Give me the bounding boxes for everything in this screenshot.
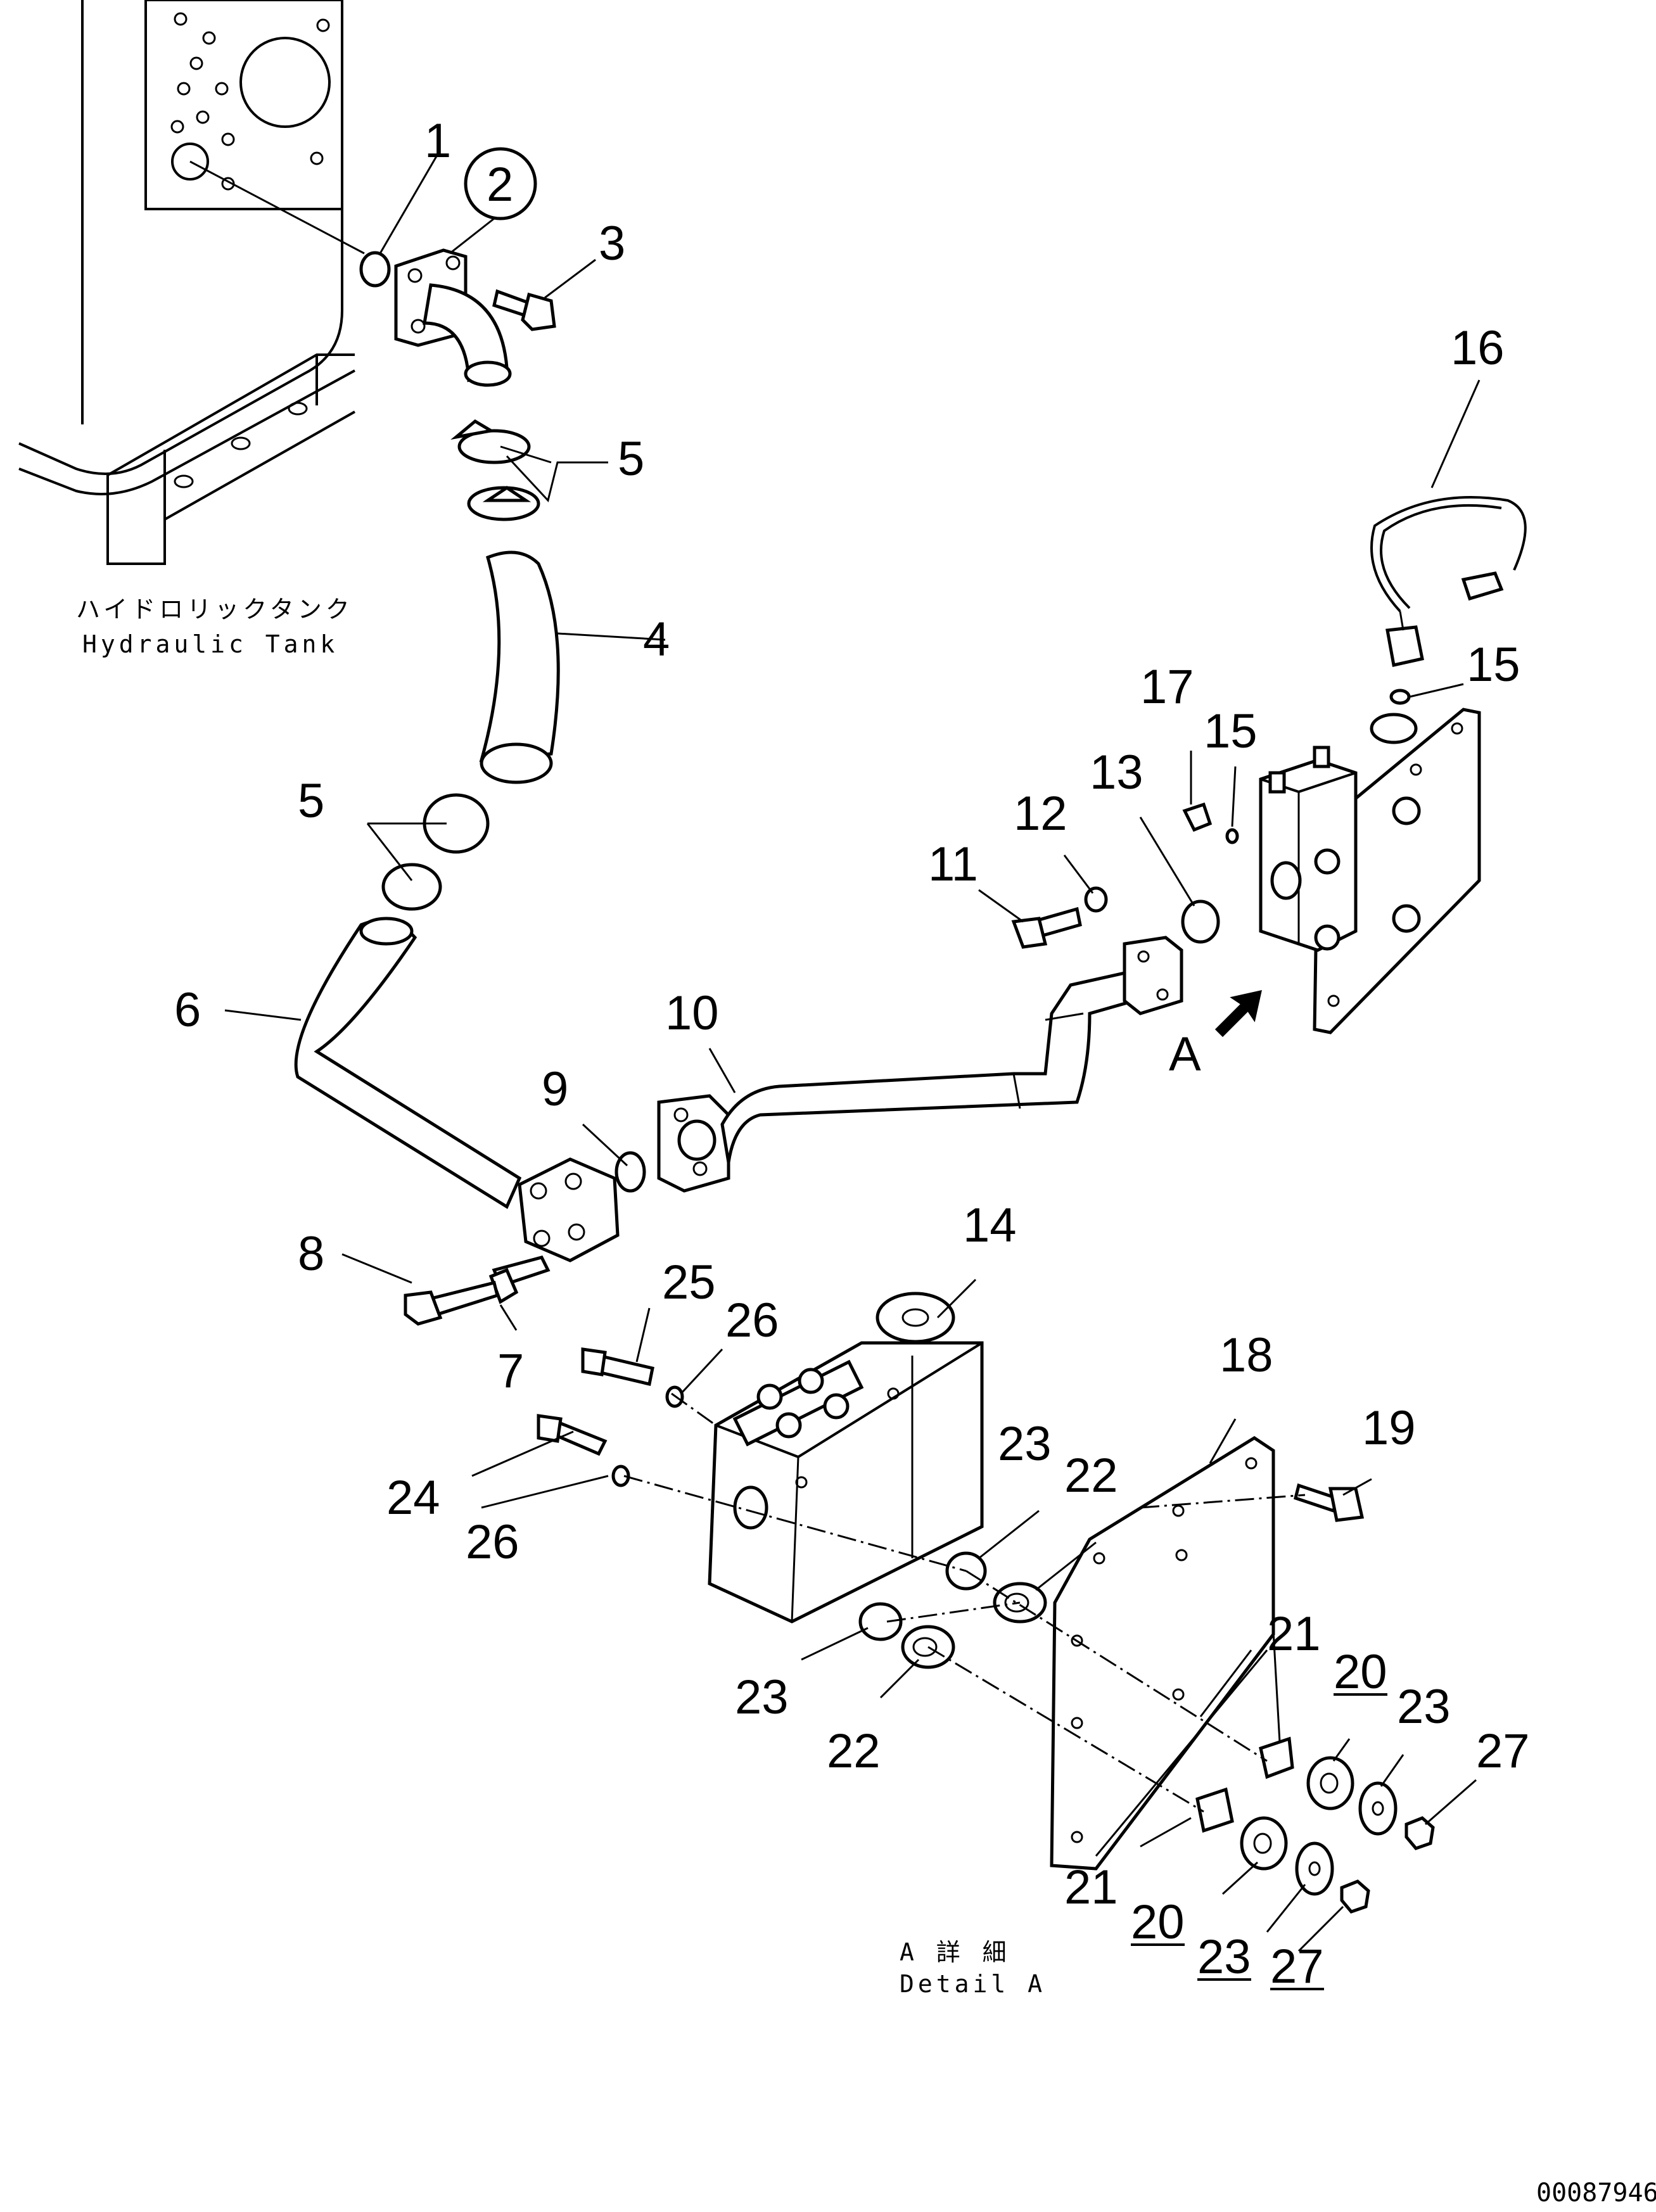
callout-10: 10 bbox=[665, 986, 719, 1040]
clamps-5-upper bbox=[450, 419, 540, 521]
pipe-10 bbox=[657, 970, 1136, 1193]
callout-3: 3 bbox=[599, 217, 625, 270]
drawing-number: 00087946 bbox=[1536, 2178, 1656, 2208]
callout-11: 11 bbox=[928, 837, 978, 891]
washer-23-right-upper bbox=[1358, 1781, 1398, 1836]
callout-2: 2 bbox=[487, 158, 513, 212]
washer-23-left bbox=[858, 1602, 903, 1641]
flange-block bbox=[518, 1157, 620, 1262]
pipe-flange-10-end bbox=[1123, 936, 1183, 1015]
callout-8: 8 bbox=[298, 1227, 324, 1281]
callout-14: 14 bbox=[963, 1198, 1017, 1252]
callout-4: 4 bbox=[643, 613, 670, 666]
valve-block-14 bbox=[708, 1292, 984, 1624]
callout-23-left: 23 bbox=[735, 1670, 789, 1724]
callout-24: 24 bbox=[386, 1471, 440, 1525]
plug-17 bbox=[1182, 802, 1213, 832]
callout-12: 12 bbox=[1014, 787, 1067, 841]
collar-21-lower bbox=[1195, 1787, 1234, 1833]
callout-21-upper: 21 bbox=[1267, 1607, 1321, 1661]
nut-27-upper bbox=[1404, 1816, 1435, 1850]
callout-5-upper: 5 bbox=[618, 432, 644, 486]
callout-19: 19 bbox=[1362, 1401, 1416, 1455]
callout-5-lower: 5 bbox=[298, 774, 324, 828]
callout-6: 6 bbox=[174, 983, 201, 1037]
callout-27-lower: 27 bbox=[1270, 1940, 1324, 1993]
o-ring-15-upper bbox=[1389, 689, 1411, 705]
callouts: 1 2 3 4 5 5 6 7 8 9 10 11 12 13 14 15 15… bbox=[174, 114, 1530, 1993]
o-ring-13 bbox=[1181, 899, 1220, 944]
callout-26-lower: 26 bbox=[466, 1515, 519, 1569]
tank-label-en: Hydraulic Tank bbox=[82, 630, 338, 658]
sensor-harness-16 bbox=[1370, 496, 1527, 668]
callout-27-upper: 27 bbox=[1476, 1724, 1530, 1778]
callout-20-lower: 20 bbox=[1131, 1895, 1185, 1949]
callout-23-upper: 23 bbox=[998, 1417, 1052, 1471]
callout-23-lower: 23 bbox=[1197, 1930, 1251, 1984]
o-ring-1 bbox=[359, 251, 391, 288]
washer-23-right-lower bbox=[1295, 1841, 1334, 1896]
nut-27-lower bbox=[1340, 1879, 1370, 1914]
assembly-lines bbox=[623, 1392, 1306, 1813]
callout-9: 9 bbox=[542, 1062, 568, 1116]
bolt-3 bbox=[492, 289, 556, 331]
bolt-25 bbox=[581, 1347, 654, 1387]
bolt-8 bbox=[404, 1280, 499, 1326]
bolt-19 bbox=[1294, 1483, 1365, 1522]
washer-26-lower bbox=[611, 1465, 630, 1487]
callout-23-right: 23 bbox=[1397, 1680, 1451, 1734]
callout-26-upper: 26 bbox=[725, 1294, 779, 1347]
leader-lines bbox=[224, 155, 1481, 1952]
callout-15-left: 15 bbox=[1204, 704, 1258, 758]
view-a-arrow: A bbox=[1169, 990, 1262, 1081]
callout-2-circle: 2 bbox=[464, 147, 537, 220]
callout-1: 1 bbox=[424, 114, 451, 168]
callout-20-upper: 20 bbox=[1334, 1645, 1387, 1699]
callout-18: 18 bbox=[1220, 1328, 1273, 1382]
hose-4 bbox=[479, 550, 560, 784]
washer-12 bbox=[1084, 886, 1108, 913]
bracket-plate-18 bbox=[1050, 1436, 1275, 1871]
detail-a-label-en: Detail A bbox=[900, 1970, 1046, 1998]
callout-16: 16 bbox=[1451, 321, 1505, 375]
bolt-24 bbox=[537, 1414, 608, 1456]
detail-a-label-jp: A 詳 細 bbox=[900, 1938, 1010, 1966]
callout-15-right: 15 bbox=[1467, 638, 1520, 692]
bolt-7 bbox=[488, 1255, 551, 1304]
bushing-20-lower bbox=[1240, 1816, 1288, 1871]
callout-21-lower: 21 bbox=[1064, 1860, 1118, 1914]
bushing-20-upper bbox=[1306, 1756, 1354, 1810]
bolt-11 bbox=[1011, 906, 1082, 949]
callout-22-upper: 22 bbox=[1064, 1449, 1118, 1503]
tube-6 bbox=[294, 917, 522, 1209]
elbow-pipe-2 bbox=[394, 248, 512, 387]
tank-label-jp: ハイドロリックタンク bbox=[76, 595, 353, 623]
callout-7: 7 bbox=[497, 1344, 524, 1398]
callout-13: 13 bbox=[1090, 746, 1143, 799]
view-a-marker: A bbox=[1169, 1027, 1201, 1081]
valve-assembly-top bbox=[1259, 708, 1481, 1034]
clamps-5-lower bbox=[381, 793, 490, 911]
o-ring-15-lower bbox=[1225, 828, 1239, 844]
callout-25: 25 bbox=[662, 1255, 716, 1309]
callout-22-lower: 22 bbox=[827, 1724, 881, 1778]
callout-17: 17 bbox=[1140, 660, 1194, 714]
hydraulic-tank: ハイドロリックタンク Hydraulic Tank bbox=[18, 0, 365, 658]
collar-21-upper bbox=[1259, 1736, 1294, 1779]
